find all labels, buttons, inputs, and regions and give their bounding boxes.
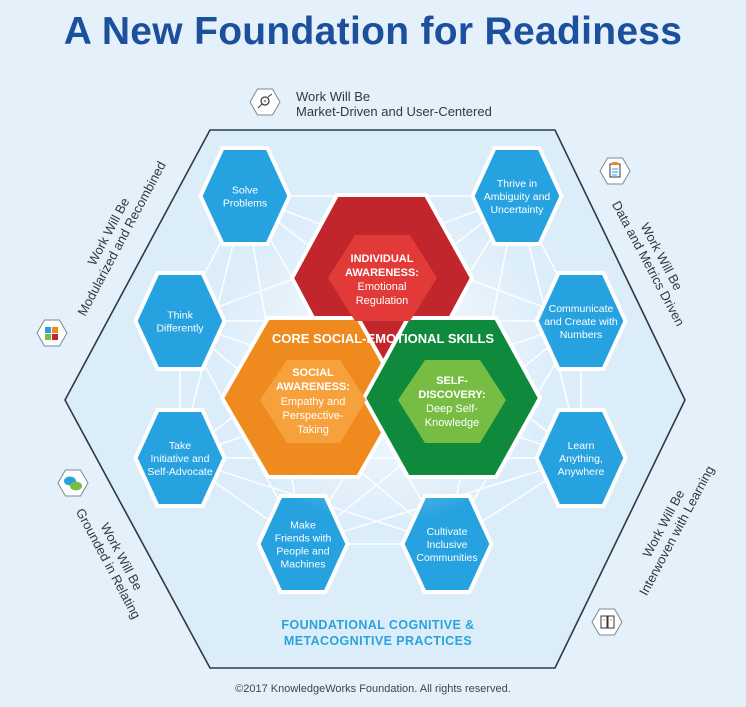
practice-label: Make: [290, 520, 316, 532]
practice-label: Differently: [156, 323, 204, 335]
foundational-label-2: METACOGNITIVE PRACTICES: [284, 634, 472, 648]
self-heading-1: SELF-: [436, 375, 468, 387]
core-skills: [219, 193, 543, 479]
label-market-driven: Work Will Be Market-Driven and User-Cent…: [296, 89, 492, 119]
foundational-label-1: FOUNDATIONAL COGNITIVE &: [281, 618, 474, 632]
individual-inner-hexagon: [328, 235, 437, 321]
practice-hexagon: [137, 412, 223, 504]
page-title: A New Foundation for Readiness: [63, 10, 683, 53]
self-body-2: Knowledge: [425, 417, 479, 429]
social-body-1: Empathy and: [281, 396, 346, 408]
practice-label: Machines: [281, 559, 326, 571]
practice-label: Communities: [416, 552, 477, 564]
practice-label: Numbers: [560, 329, 603, 341]
self-body-1: Deep Self-: [426, 403, 478, 415]
practice-hexagon: [474, 150, 560, 242]
social-heading-2: AWARENESS:: [276, 381, 350, 393]
practice-label: Learn: [568, 440, 595, 452]
practice-label: Ambiguity and: [484, 191, 551, 203]
practice-hexagon: [260, 498, 346, 590]
individual-heading-1: INDIVIDUAL: [351, 253, 414, 265]
document-icon: [591, 608, 623, 636]
practice-label: Thrive in: [497, 178, 537, 190]
practice-label: Initiative and: [151, 453, 210, 465]
social-heading-1: SOCIAL: [292, 367, 334, 379]
practice-label: People and: [276, 546, 329, 558]
practice-hexagon: [404, 498, 490, 590]
practice-label: Friends with: [275, 533, 332, 545]
social-body-2: Perspective-: [282, 410, 343, 422]
core-title: CORE SOCIAL-EMOTIONAL SKILLS: [272, 331, 495, 346]
practice-label: Anywhere: [558, 466, 605, 478]
practice-label: Problems: [223, 198, 267, 210]
individual-body-2: Regulation: [356, 295, 409, 307]
individual-heading-2: AWARENESS:: [345, 267, 419, 279]
puzzle-icon: [36, 319, 68, 347]
copyright-footer: ©2017 KnowledgeWorks Foundation. All rig…: [235, 683, 511, 695]
practice-hexagon: [202, 150, 288, 242]
social-inner-hexagon: [260, 360, 366, 443]
practice-hexagon: [137, 275, 223, 367]
practice-label: Inclusive: [427, 539, 468, 551]
practice-label: Communicate: [549, 303, 614, 315]
clipboard-icon: [599, 157, 631, 185]
practice-label: and Create with: [544, 316, 618, 328]
self-heading-2: DISCOVERY:: [418, 389, 485, 401]
practice-label: Take: [169, 440, 191, 452]
practice-hexagon: [538, 412, 624, 504]
practice-label: Think: [167, 310, 193, 322]
practice-label: Cultivate: [427, 526, 468, 538]
practice-label: Uncertainty: [490, 204, 544, 216]
self-inner-hexagon: [398, 360, 506, 443]
practice-label: Solve: [232, 185, 258, 197]
chat-bubbles-icon: [57, 469, 89, 497]
practice-label: Self-Advocate: [147, 466, 213, 478]
practice-hexagon: [538, 275, 624, 367]
practice-label: Anything,: [559, 453, 603, 465]
individual-body-1: Emotional: [358, 281, 407, 293]
social-body-3: Taking: [297, 424, 329, 436]
analytics-icon: [249, 88, 281, 116]
